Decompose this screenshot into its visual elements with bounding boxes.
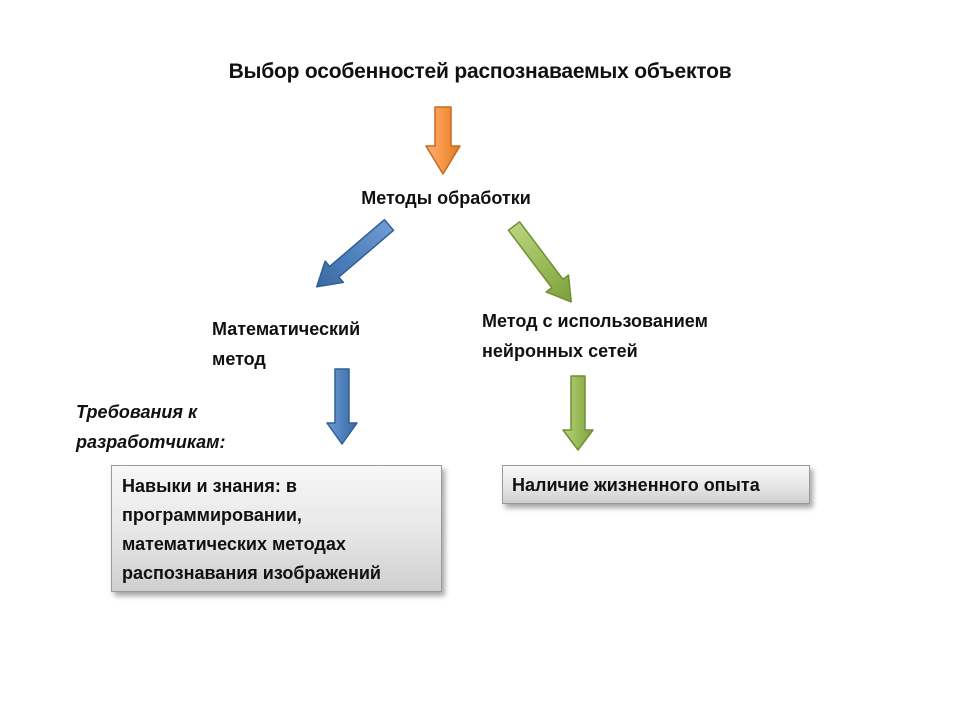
arrow-title-to-methods <box>425 106 461 175</box>
nn-method-node: Метод с использованием нейронных сетей <box>482 306 708 366</box>
requirements-line: разработчикам: <box>76 432 226 452</box>
diagram-title: Выбор особенностей распознаваемых объект… <box>228 60 732 83</box>
arrow-methods-to-math <box>316 218 395 288</box>
skills-box-line: программировании, <box>122 505 302 525</box>
math-method-line: метод <box>212 349 266 369</box>
arrow-nn-to-experience <box>562 375 594 451</box>
math-method-line: Математический <box>212 319 361 339</box>
experience-box: Наличие жизненного опыта <box>502 465 810 504</box>
nn-method-line: нейронных сетей <box>482 341 638 361</box>
skills-box-line: математических методах <box>122 534 346 554</box>
arrow-math-to-skills <box>326 368 358 445</box>
skills-box: Навыки и знания: в программировании, мат… <box>111 465 442 592</box>
arrow-methods-to-nn <box>507 221 572 303</box>
nn-method-line: Метод с использованием <box>482 311 708 331</box>
requirements-label: Требования к разработчикам: <box>76 397 226 457</box>
skills-box-line: Навыки и знания: в <box>122 476 297 496</box>
skills-box-line: распознавания изображений <box>122 563 381 583</box>
math-method-node: Математический метод <box>212 314 360 374</box>
methods-node: Методы обработки <box>361 188 531 208</box>
requirements-line: Требования к <box>76 402 198 422</box>
